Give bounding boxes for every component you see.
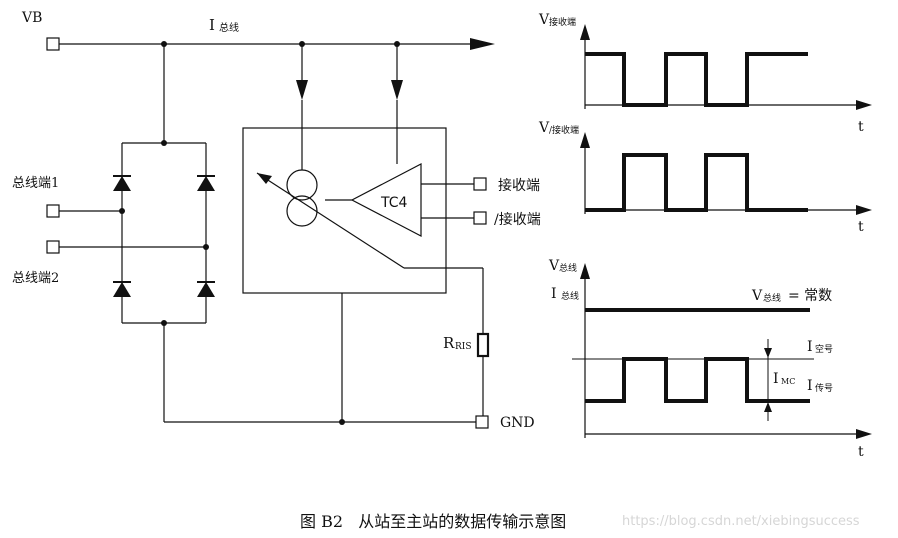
waveform-bus xyxy=(572,263,872,439)
resistor-ris xyxy=(476,332,490,358)
current-source-lower xyxy=(286,195,318,227)
bus-end2-label: 总线端2 xyxy=(12,271,59,286)
circuit xyxy=(46,37,495,429)
bus-end1-terminal xyxy=(46,204,60,218)
bus-v-label: V xyxy=(548,258,560,274)
bus-end2-terminal xyxy=(46,240,60,254)
nrx-v-label: V xyxy=(538,120,550,136)
const-v-sub: 总线 xyxy=(763,292,781,304)
waveform-nrx xyxy=(580,132,872,215)
bus-i-sub: 总线 xyxy=(561,290,579,302)
watermark: https://blog.csdn.net/xiebingsuccess xyxy=(622,514,860,529)
nrx-label: /接收端 xyxy=(494,211,541,228)
nrx-terminal xyxy=(473,211,487,225)
bus-t-label: t xyxy=(858,444,864,460)
gnd-label: GND xyxy=(500,415,535,431)
tc4-comparator xyxy=(350,163,422,237)
bus-current-arrow xyxy=(470,38,495,50)
bus-i-label: I xyxy=(551,286,557,302)
nrx-t-label: t xyxy=(858,219,864,235)
ibus-label: I xyxy=(209,16,215,34)
i-idle-sub: 空号 xyxy=(815,343,833,355)
rx-label: 接收端 xyxy=(498,177,540,194)
i-mc-label: I xyxy=(773,371,779,387)
diode-lower-left xyxy=(113,281,131,297)
diode-upper-left xyxy=(113,175,131,191)
bus-current-signal xyxy=(585,357,810,403)
waveform-rx xyxy=(580,24,872,110)
const-v-label: V xyxy=(751,288,763,304)
i-mc-sub: MC xyxy=(781,377,795,386)
diode-lower-right xyxy=(197,281,215,297)
const-eq: = 常数 xyxy=(788,288,832,304)
i-idle-label: I xyxy=(807,339,813,355)
rx-v-label: V xyxy=(538,12,550,28)
rx-v-sub: 接收端 xyxy=(549,16,576,28)
nrx-v-sub: /接收端 xyxy=(549,124,579,136)
gnd-terminal xyxy=(475,415,489,429)
current-source-upper xyxy=(286,169,318,201)
vb-label: VB xyxy=(21,10,42,26)
bus-end1-label: 总线端1 xyxy=(12,176,59,191)
i-mark-sub: 传号 xyxy=(815,382,833,394)
nrx-signal xyxy=(585,153,808,212)
i-mark-label: I xyxy=(807,378,813,394)
ris-label-sub: RIS xyxy=(455,342,472,352)
bus-v-sub: 总线 xyxy=(559,262,577,274)
figure-caption: 图 B2 从站至主站的数据传输示意图 xyxy=(300,512,566,531)
diode-upper-right xyxy=(197,175,215,191)
rx-signal xyxy=(585,52,808,107)
ris-label: R xyxy=(443,334,455,352)
transceiver-box xyxy=(242,127,447,294)
rx-terminal xyxy=(473,177,487,191)
vb-terminal xyxy=(46,37,60,51)
rx-t-label: t xyxy=(858,119,864,135)
tc4-label: TC4 xyxy=(380,195,408,211)
ibus-label-sub: 总线 xyxy=(219,21,239,34)
